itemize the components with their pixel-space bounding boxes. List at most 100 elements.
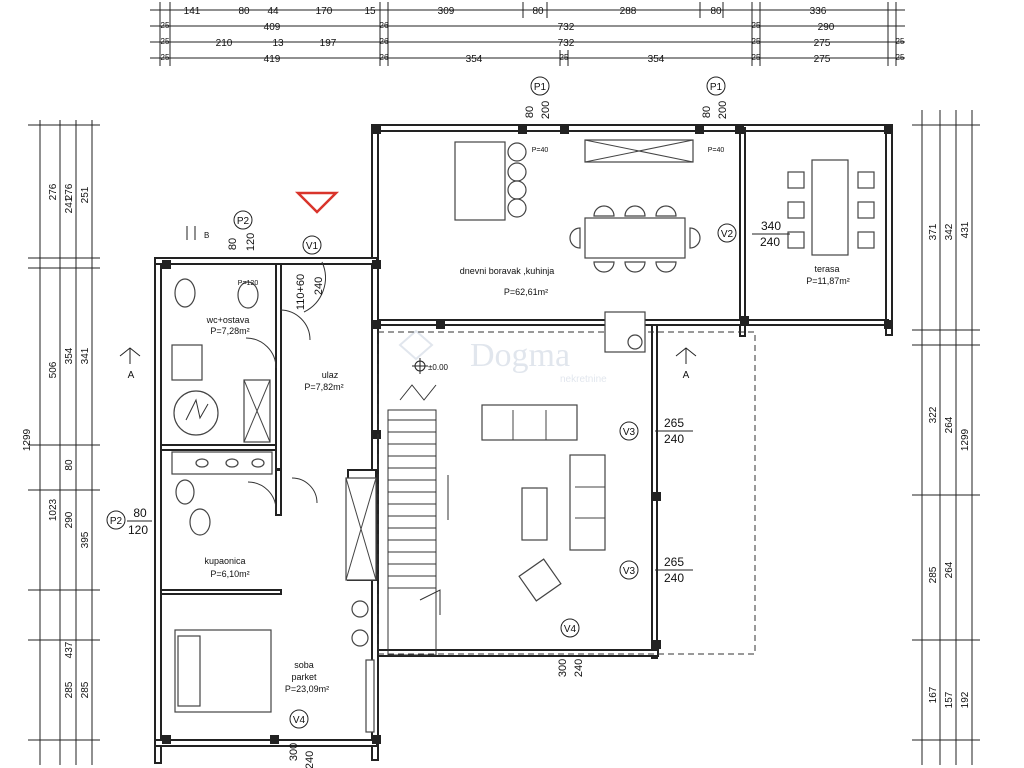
tag-v4-bottom-w: 300: [288, 743, 300, 761]
tag-p2-top: P2 80 120 P=120: [227, 210, 259, 287]
dim-top-732a: 732: [558, 22, 575, 33]
tag-v3-upper-h: 240: [664, 432, 684, 446]
dim-left-241: 241: [64, 196, 75, 213]
dim-top-r4-25b: 25: [560, 53, 569, 62]
dim-top-309: 309: [438, 6, 455, 17]
right-dimension-texts: 1299 371 342 322 264 285 264 167 157 431…: [928, 221, 971, 708]
dim-right-264b: 264: [944, 561, 955, 578]
section-mark-b: B: [186, 226, 209, 240]
dim-top-13: 13: [272, 38, 284, 49]
tag-v1-label: V1: [306, 241, 319, 252]
watermark-sub: nekretnine: [560, 374, 607, 385]
staircase: [387, 384, 449, 656]
dim-left-276a: 276: [48, 183, 59, 200]
bedroom-furniture: [174, 477, 377, 733]
dim-top-r2-25a: 25: [161, 21, 170, 30]
room-soba-sub: parket: [291, 672, 317, 682]
dim-top-r2-25b: 25: [752, 21, 761, 30]
section-a-left-label: A: [128, 370, 135, 381]
tag-v2-w: 340: [761, 219, 781, 233]
dim-top-r3-25b: 25: [752, 37, 761, 46]
tag-v3-lower-w: 265: [664, 555, 684, 569]
tag-v2-h: 240: [760, 235, 780, 249]
dim-top-409: 409: [264, 22, 281, 33]
dim-top-275b: 275: [814, 54, 831, 65]
dim-left-354: 354: [64, 347, 75, 364]
section-mark-a-left: A: [119, 347, 141, 381]
left-dimension-lines: [28, 120, 100, 765]
tag-p2-left: P2 80 120: [106, 506, 152, 537]
tag-p1-right-w: 80: [701, 106, 713, 118]
dim-top-15: 15: [364, 6, 376, 17]
room-wc-name: wc+ostava: [206, 315, 250, 325]
dim-right-371: 371: [928, 223, 939, 240]
room-terasa-area: P=11,87m²: [806, 276, 850, 286]
dim-top-80c: 80: [710, 6, 722, 17]
tag-v3-lower-h: 240: [664, 571, 684, 585]
tag-p2-top-label: P2: [237, 216, 250, 227]
room-labels: wc+ostava P=7,28m² ulaz P=7,82m² dnevni …: [204, 264, 849, 694]
level-marker: ±0.00: [412, 358, 449, 374]
dim-right-322: 322: [928, 406, 939, 423]
tag-v1: V1 110+60 240: [295, 235, 325, 310]
dim-left-285b: 285: [80, 681, 91, 698]
living-furniture: [481, 311, 646, 602]
top-dimension-texts: 141 80 44 170 15 309 80 288 80 336 25 40…: [161, 6, 905, 65]
dim-right-431: 431: [960, 221, 971, 238]
dim-top-80b: 80: [532, 6, 544, 17]
dim-top-336: 336: [810, 6, 827, 17]
tag-p2-left-w: 80: [133, 506, 147, 520]
dim-right-157: 157: [944, 691, 955, 708]
tag-p2-top-sill: P=120: [238, 280, 259, 287]
dim-right-342: 342: [944, 223, 955, 240]
dim-top-80a: 80: [238, 6, 250, 17]
section-marks: A A B: [119, 226, 697, 381]
dim-left-276b: 276: [64, 183, 75, 200]
tag-p1-right-sill: P=40: [708, 147, 725, 154]
dim-left-1023: 1023: [48, 498, 59, 521]
dim-right-264a: 264: [944, 416, 955, 433]
dim-top-210: 210: [216, 38, 233, 49]
dim-top-r4-26: 26: [380, 53, 389, 62]
tag-v3-upper-w: 265: [664, 416, 684, 430]
dim-top-290: 290: [818, 22, 835, 33]
dim-top-r4-25c: 25: [752, 53, 761, 62]
dim-top-275a: 275: [814, 38, 831, 49]
door-swings: [245, 261, 441, 615]
tag-p2-top-h: 120: [245, 233, 257, 251]
dim-left-290: 290: [64, 511, 75, 528]
tag-p1-left-sill: P=40: [532, 147, 549, 154]
dining-table: [569, 205, 701, 273]
room-living-name: dnevni boravak ,kuhinja: [460, 266, 555, 276]
dim-left-395: 395: [80, 531, 91, 548]
dim-top-419: 419: [264, 54, 281, 65]
dim-top-r4-25a: 25: [161, 53, 170, 62]
terrace-table: [787, 159, 875, 256]
tag-v3-upper: V3 265 240: [619, 416, 693, 446]
level-label: ±0.00: [428, 363, 449, 372]
dim-top-r3-25a: 25: [161, 37, 170, 46]
watermark-logo: Dogma nekretnine: [398, 329, 607, 385]
tag-p1-left-w: 80: [524, 106, 536, 118]
tag-v2-label: V2: [721, 229, 734, 240]
dim-left-251: 251: [80, 186, 91, 203]
tag-p2-left-h: 120: [128, 523, 148, 537]
tag-p1-left-label: P1: [534, 82, 547, 93]
dim-top-r2-26: 26: [380, 21, 389, 30]
room-ulaz-area: P=7,82m²: [304, 382, 343, 392]
dim-left-1299: 1299: [22, 428, 33, 451]
dim-top-354b: 354: [648, 54, 665, 65]
dim-top-354a: 354: [466, 54, 483, 65]
dim-left-341: 341: [80, 347, 91, 364]
dim-top-170: 170: [316, 6, 333, 17]
section-mark-a-right: A: [675, 347, 697, 381]
tag-v4-right-label: V4: [564, 624, 577, 635]
section-b-label: B: [204, 231, 209, 240]
structural-posts: [162, 125, 893, 744]
bathroom-fixtures: [171, 278, 273, 536]
dim-left-285a: 285: [64, 681, 75, 698]
tag-v4-right: V4 300 240: [557, 618, 585, 677]
tag-p1-right-label: P1: [710, 82, 723, 93]
north-arrow-icon: [294, 191, 340, 214]
